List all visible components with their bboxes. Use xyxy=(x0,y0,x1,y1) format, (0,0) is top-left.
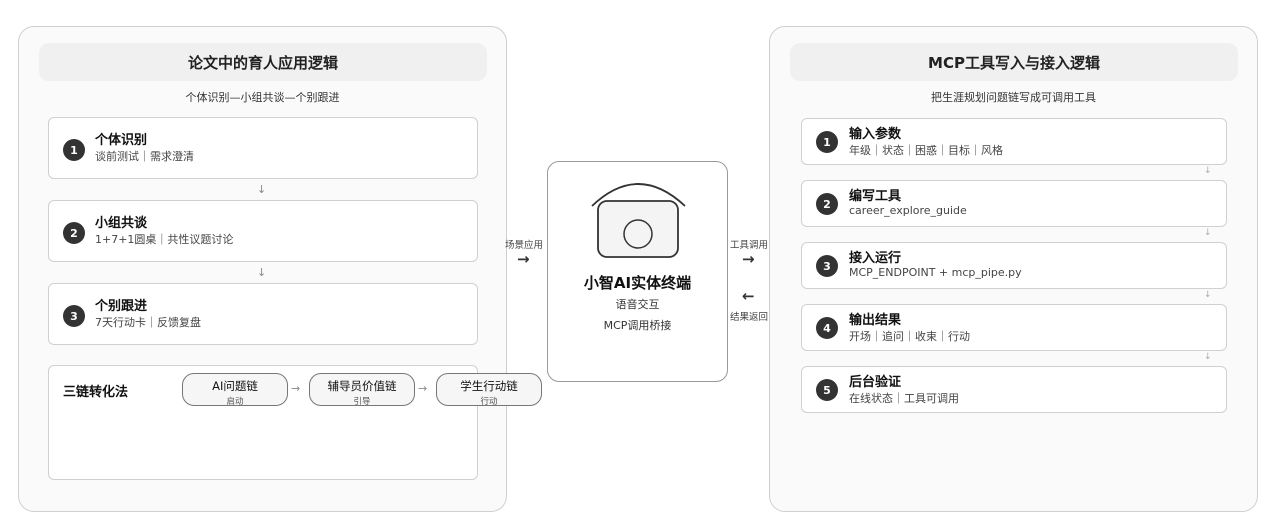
arrow-right-icon: → xyxy=(742,250,755,268)
connector-label-tool-call: 工具调用 xyxy=(730,240,769,251)
step-number-badge: 3 xyxy=(816,255,838,277)
arrow-down-icon: ↓ xyxy=(257,266,267,279)
step-description: 谈前测试｜需求澄清 xyxy=(95,150,194,163)
step-title: 个别跟进 xyxy=(95,299,148,314)
right-step-card-4: 4 输出结果 开场｜追问｜收束｜行动 xyxy=(801,304,1227,351)
pill-sublabel: 行动 xyxy=(480,397,498,407)
pill-label: 辅导员价值链 xyxy=(327,379,397,393)
step-description: 年级｜状态｜困惑｜目标｜风格 xyxy=(849,144,1003,157)
step-description: 7天行动卡｜反馈复盘 xyxy=(95,316,201,329)
left-panel-title: 论文中的育人应用逻辑 xyxy=(39,43,487,81)
pill-label: AI问题链 xyxy=(212,379,258,393)
step-number-badge: 4 xyxy=(816,317,838,339)
step-title: 输入参数 xyxy=(849,127,902,142)
chain-pill-student-action: 学生行动链 行动 xyxy=(436,373,542,407)
center-title: 小智AI实体终端 xyxy=(583,274,692,292)
step-title: 接入运行 xyxy=(849,251,902,266)
arrow-down-icon: ↓ xyxy=(257,183,267,196)
pill-label: 学生行动链 xyxy=(460,379,518,393)
step-title: 编写工具 xyxy=(849,189,902,204)
step-number-badge: 2 xyxy=(63,222,85,244)
arrow-down-icon: ↓ xyxy=(1204,228,1212,238)
step-description: 开场｜追问｜收束｜行动 xyxy=(849,330,970,343)
left-step-card-2: 2 小组共谈 1+7+1圆桌｜共性议题讨论 xyxy=(48,200,478,262)
step-title: 后台验证 xyxy=(849,375,902,390)
chain-title: 三链转化法 xyxy=(63,385,129,400)
step-title: 个体识别 xyxy=(95,133,148,148)
center-terminal-box: 小智AI实体终端 语音交互 MCP调用桥接 xyxy=(547,161,728,382)
arrow-right-icon: → xyxy=(517,250,530,268)
step-title: 小组共谈 xyxy=(95,216,148,231)
left-panel: 论文中的育人应用逻辑 个体识别—小组共谈—个别跟进 1 个体识别 谈前测试｜需求… xyxy=(18,26,507,512)
connector-label-result-return: 结果返回 xyxy=(730,312,769,323)
step-number-badge: 5 xyxy=(816,379,838,401)
ai-terminal-device-icon xyxy=(591,183,686,258)
chain-pill-ai-question: AI问题链 启动 xyxy=(182,373,288,407)
arrow-down-icon: ↓ xyxy=(1204,166,1212,176)
pill-sublabel: 引导 xyxy=(353,397,371,407)
step-number-badge: 3 xyxy=(63,305,85,327)
right-step-card-5: 5 后台验证 在线状态｜工具可调用 xyxy=(801,366,1227,413)
right-step-card-3: 3 接入运行 MCP_ENDPOINT + mcp_pipe.py xyxy=(801,242,1227,289)
step-number-badge: 1 xyxy=(816,131,838,153)
step-number-badge: 2 xyxy=(816,193,838,215)
step-title: 输出结果 xyxy=(849,313,902,328)
step-description: 在线状态｜工具可调用 xyxy=(849,392,959,405)
center-line-voice: 语音交互 xyxy=(615,298,660,311)
step-description: career_explore_guide xyxy=(849,204,967,217)
step-description: MCP_ENDPOINT + mcp_pipe.py xyxy=(849,266,1022,279)
pill-sublabel: 启动 xyxy=(226,397,244,407)
left-step-card-1: 1 个体识别 谈前测试｜需求澄清 xyxy=(48,117,478,179)
chain-pill-counselor-value: 辅导员价值链 引导 xyxy=(309,373,415,407)
left-panel-subtitle: 个体识别—小组共谈—个别跟进 xyxy=(185,91,340,104)
arrow-down-icon: ↓ xyxy=(1204,352,1212,362)
arrow-left-icon: ← xyxy=(742,287,755,305)
arrow-right-icon: → xyxy=(291,382,301,395)
left-step-card-3: 3 个别跟进 7天行动卡｜反馈复盘 xyxy=(48,283,478,345)
right-step-card-1: 1 输入参数 年级｜状态｜困惑｜目标｜风格 xyxy=(801,118,1227,165)
right-panel-title: MCP工具写入与接入逻辑 xyxy=(790,43,1238,81)
right-step-card-2: 2 编写工具 career_explore_guide xyxy=(801,180,1227,227)
arrow-right-icon: → xyxy=(418,382,428,395)
center-line-mcp: MCP调用桥接 xyxy=(603,319,672,332)
arrow-down-icon: ↓ xyxy=(1204,290,1212,300)
right-panel-subtitle: 把生涯规划问题链写成可调用工具 xyxy=(931,91,1096,104)
step-description: 1+7+1圆桌｜共性议题讨论 xyxy=(95,233,234,246)
connector-label-scenario: 场景应用 xyxy=(505,240,544,251)
right-panel: MCP工具写入与接入逻辑 把生涯规划问题链写成可调用工具 1 输入参数 年级｜状… xyxy=(769,26,1258,512)
step-number-badge: 1 xyxy=(63,139,85,161)
